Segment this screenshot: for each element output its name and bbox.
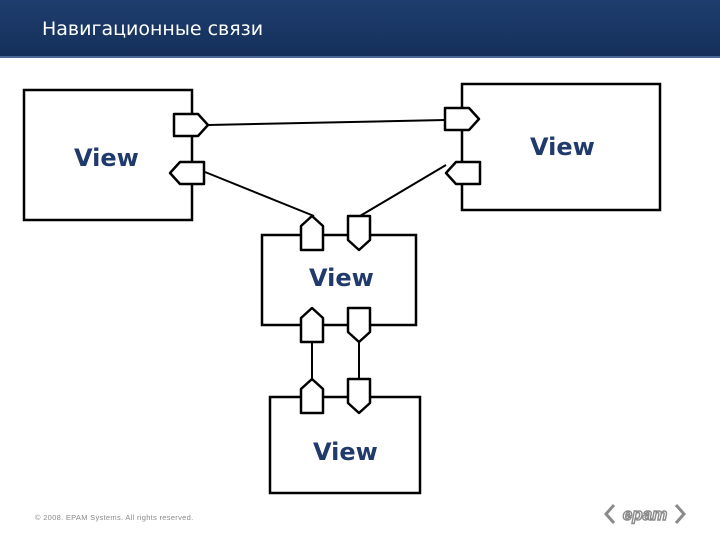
port-middle-bottom-down <box>346 306 372 344</box>
port-top-right-outgoing <box>444 160 482 186</box>
view-label-middle: View <box>309 264 374 292</box>
link-top-right-to-middle <box>359 164 447 217</box>
port-bottom-up <box>299 377 325 415</box>
view-box-middle <box>260 233 418 327</box>
link-top-left-to-top-right <box>207 119 446 126</box>
title-bar: Навигационные связи <box>0 0 720 58</box>
port-middle-top-up <box>299 214 325 252</box>
port-top-left-outgoing <box>172 112 210 138</box>
view-box-top-right <box>460 82 662 212</box>
svg-text:epam: epam <box>623 505 667 524</box>
view-box-bottom <box>268 395 422 495</box>
view-box-top-left <box>22 88 194 222</box>
epam-logo: epam <box>604 504 686 525</box>
page-title: Навигационные связи <box>42 18 264 40</box>
view-label-bottom: View <box>313 438 378 466</box>
view-label-top-right: View <box>530 133 595 161</box>
link-top-left-to-middle <box>204 171 315 217</box>
footer-copyright: © 2008. EPAM Systems. All rights reserve… <box>35 513 194 522</box>
view-label-top-left: View <box>74 144 139 172</box>
